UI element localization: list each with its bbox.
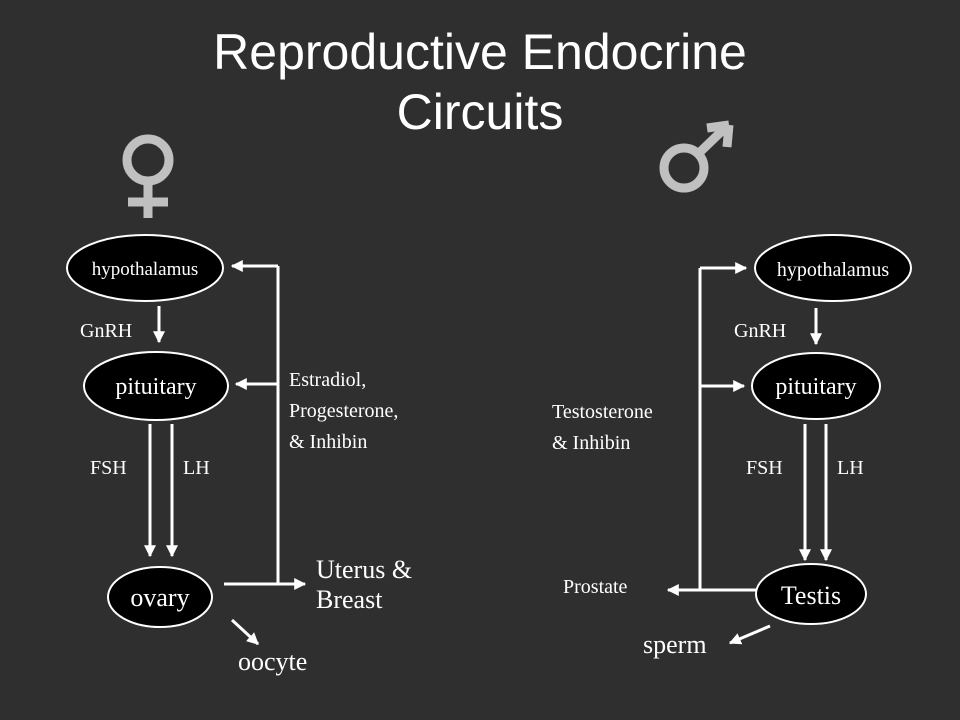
female-hypothalamus-node — [66, 234, 224, 302]
female-oocyte-arrow — [230, 618, 260, 646]
male-feedback-label-2: & Inhibin — [552, 432, 630, 454]
female-feedback-label-3: & Inhibin — [289, 431, 367, 453]
male-testis-label: Testis — [781, 581, 841, 610]
male-sperm-arrow — [728, 624, 771, 645]
male-gnrh-label: GnRH — [734, 320, 786, 342]
female-feedback-label-2: Progesterone, — [289, 400, 398, 422]
female-circuit: hypothalamus GnRH pituitary FSH LH ovary… — [66, 234, 412, 676]
male-fsh-label: FSH — [746, 457, 783, 479]
female-pituitary-label: pituitary — [115, 374, 196, 400]
male-pituitary-node — [751, 352, 881, 420]
female-symbol-icon — [122, 134, 174, 218]
title-line-2: Circuits — [396, 84, 564, 140]
female-target-label-1: Uterus & — [316, 555, 412, 584]
title-line-1: Reproductive Endocrine — [213, 24, 747, 80]
female-ovary-label: ovary — [130, 583, 189, 612]
male-lh-label: LH — [837, 457, 864, 479]
male-feedback-line — [698, 268, 756, 592]
female-feedback-label-1: Estradiol, — [289, 369, 366, 391]
female-fsh-label: FSH — [90, 457, 127, 479]
female-oocyte-label: oocyte — [238, 647, 307, 676]
female-hypothalamus-label: hypothalamus — [92, 259, 199, 280]
female-target-label-2: Breast — [316, 585, 383, 614]
female-gnrh-label: GnRH — [80, 320, 132, 342]
female-lh-label: LH — [183, 457, 210, 479]
male-pituitary-label: pituitary — [775, 374, 856, 400]
slide-title: Reproductive Endocrine Circuits — [0, 22, 960, 142]
male-hypothalamus-node — [754, 234, 912, 302]
female-pituitary-node — [83, 351, 229, 421]
male-hypothalamus-label: hypothalamus — [777, 259, 889, 281]
female-ovary-node — [107, 566, 213, 628]
male-symbol-icon — [659, 120, 734, 193]
male-testis-node — [755, 563, 867, 625]
male-sperm-label: sperm — [643, 630, 707, 659]
male-prostate-label: Prostate — [563, 576, 628, 598]
female-feedback-line — [224, 266, 280, 586]
male-feedback-label-1: Testosterone — [552, 401, 653, 423]
male-circuit: hypothalamus GnRH pituitary FSH LH Testi… — [552, 234, 912, 659]
